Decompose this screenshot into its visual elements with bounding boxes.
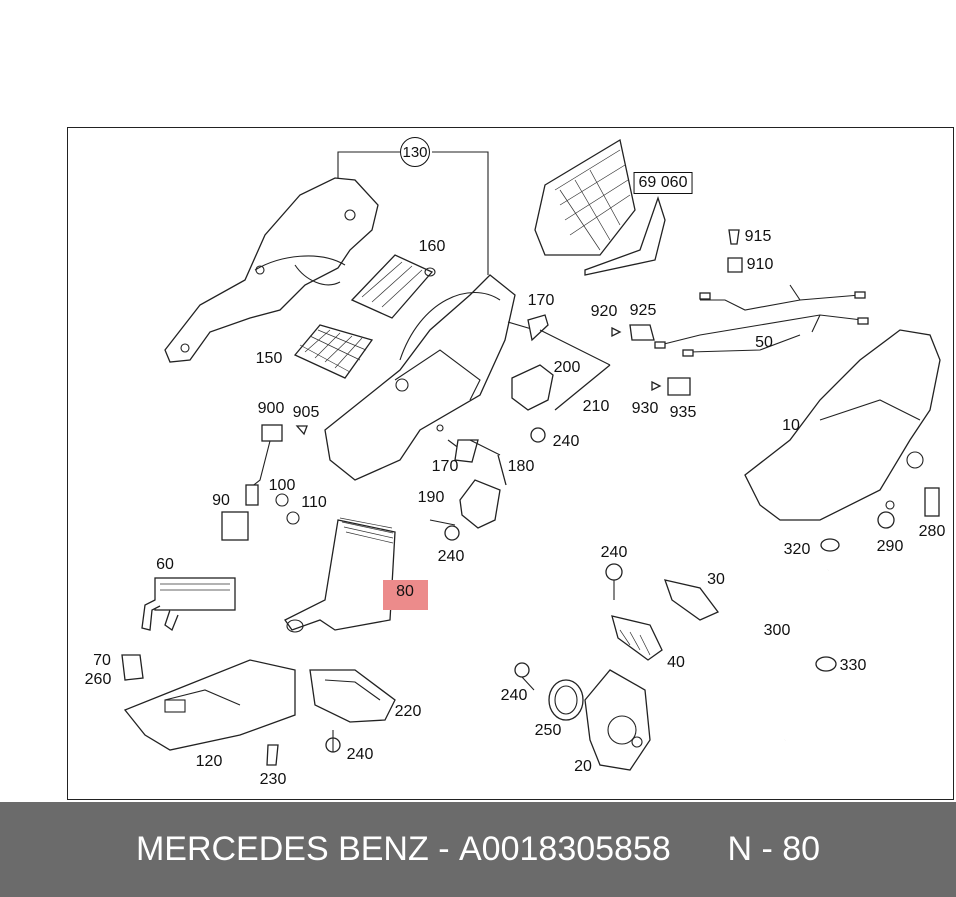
linkage-170-200-210	[507, 314, 611, 443]
callout-80: 80	[396, 583, 414, 600]
brand-name: MERCEDES BENZ	[135, 830, 429, 868]
callout-330: 330	[839, 657, 867, 674]
callout-905: 905	[292, 404, 320, 421]
callout-240-lower: 240	[500, 687, 528, 704]
callout-200: 200	[553, 359, 581, 376]
callout-260: 260	[84, 671, 112, 688]
highlight-80	[383, 580, 428, 610]
callout-280: 280	[918, 523, 946, 540]
callout-290: 290	[876, 538, 904, 555]
part-60-exchanger	[141, 577, 236, 632]
callout-50: 50	[755, 334, 773, 351]
callout-90: 90	[212, 492, 230, 509]
callout-170: 170	[527, 292, 555, 309]
callout-240: 240	[552, 433, 580, 450]
callout-100: 100	[268, 477, 296, 494]
callout-900: 900	[257, 400, 285, 417]
part-80-heater-core	[284, 517, 396, 633]
callout-69060: 69 060	[633, 172, 693, 194]
separator: -	[438, 830, 450, 868]
callout-935: 935	[669, 404, 697, 421]
parts-280-290-320	[820, 487, 940, 552]
callout-300: 300	[763, 622, 791, 639]
screw-240-group	[325, 563, 623, 753]
part-50-harness	[654, 284, 869, 357]
callout-130: 130	[400, 137, 430, 167]
part-150-grid	[293, 324, 374, 379]
callout-150: 150	[255, 350, 283, 367]
part-number-banner: MERCEDES BENZ - A0018305858 N - 80	[0, 802, 956, 897]
upper-duct-housing	[164, 177, 379, 363]
callout-240-bottom: 240	[346, 746, 374, 763]
part-300-hose	[783, 569, 830, 741]
callout-230: 230	[259, 771, 287, 788]
part-190-actuator	[429, 479, 501, 541]
callout-915: 915	[744, 228, 772, 245]
callout-910: 910	[746, 256, 774, 273]
callout-30: 30	[707, 571, 725, 588]
callout-70: 70	[93, 652, 111, 669]
callout-10: 10	[782, 417, 800, 434]
part-30-resistor	[663, 579, 720, 621]
callout-240-mid: 240	[437, 548, 465, 565]
part-250-ring	[548, 679, 584, 721]
linkage-170-180	[447, 439, 507, 486]
central-heater-housing	[324, 274, 516, 481]
callout-120: 120	[195, 753, 223, 770]
diagram-frame	[67, 127, 954, 800]
part-20-blower	[584, 669, 651, 771]
part-160-filter	[350, 254, 436, 319]
callout-240-right: 240	[600, 544, 628, 561]
callout-190: 190	[417, 489, 445, 506]
callout-20: 20	[574, 758, 592, 775]
sensor-group-90	[221, 424, 308, 541]
part-number: A0018305858	[459, 830, 671, 868]
part-70-clip	[121, 654, 144, 681]
callout-110: 110	[301, 494, 327, 511]
callout-925: 925	[629, 302, 657, 319]
part-10-housing	[744, 329, 941, 521]
page-reference: N - 80	[727, 830, 821, 868]
callout-40: 40	[667, 654, 685, 671]
part-220-tray	[309, 669, 396, 723]
part-330-grommet	[815, 656, 837, 672]
callout-220: 220	[394, 703, 422, 720]
callout-210: 210	[582, 398, 610, 415]
part-230-clip	[266, 744, 279, 766]
callout-320: 320	[783, 541, 811, 558]
callout-250: 250	[534, 722, 562, 739]
part-120-lower-housing	[123, 659, 296, 751]
connector-group	[611, 229, 743, 396]
part-69060-bracket	[534, 138, 666, 276]
callout-180: 180	[507, 458, 535, 475]
callout-160: 160	[418, 238, 446, 255]
callout-60: 60	[156, 556, 174, 573]
part-40-resistor	[611, 615, 663, 661]
callout-920: 920	[590, 303, 618, 320]
callout-930: 930	[631, 400, 659, 417]
callout-170-lower: 170	[431, 458, 459, 475]
